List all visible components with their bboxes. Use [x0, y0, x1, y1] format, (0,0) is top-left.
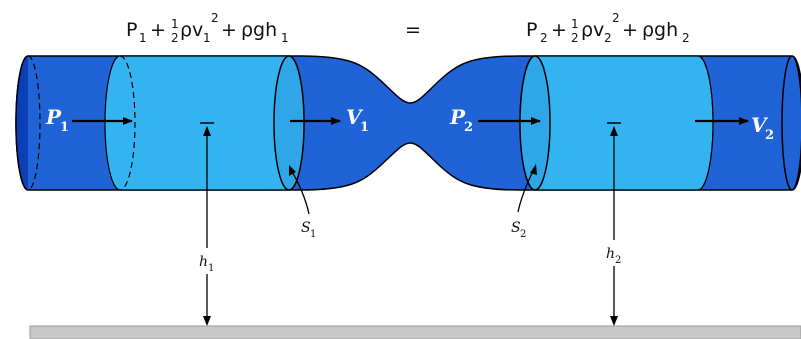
- label-s2: S: [511, 220, 521, 236]
- height-h1-arrow-down: [203, 316, 211, 326]
- label-s1-sub: 1: [310, 229, 316, 240]
- height-h1-arrow-up: [203, 126, 211, 136]
- fluid-block-1-back-edge: [119, 55, 136, 191]
- eq-left-p-sub: 1: [139, 31, 147, 45]
- equation-right: P 2 + 1 2 ρv 2 2 + ρgh 2: [526, 11, 690, 45]
- eq-left-rho-gh: ρgh: [241, 19, 277, 41]
- height-h2-arrow-up: [610, 126, 618, 136]
- eq-left-v-sup: 2: [211, 11, 219, 25]
- eq-left-plus1: +: [150, 19, 166, 41]
- label-p2: P: [449, 105, 466, 129]
- eq-left-plus2: +: [221, 19, 237, 41]
- pointer-s2-head: [530, 164, 537, 175]
- label-v2-sub: 2: [765, 128, 774, 143]
- eq-right-v-sup: 2: [612, 11, 620, 25]
- pointer-s1-head: [289, 165, 296, 176]
- height-h1: h 1: [196, 126, 220, 326]
- equation-left: P 1 + 1 2 ρv 1 2 + ρgh 1: [126, 11, 289, 45]
- eq-right-plus2: +: [622, 19, 638, 41]
- pipe-inlet-edge: [15, 55, 29, 191]
- label-p2-sub: 2: [464, 120, 473, 135]
- label-h2-sub: 2: [615, 255, 621, 266]
- ground-slab: [29, 325, 801, 339]
- pipe-labels: P 1 V 1 P 2 V 2: [45, 105, 774, 143]
- eq-right-p: P: [526, 19, 537, 41]
- label-v1-sub: 1: [360, 120, 369, 135]
- eq-left-h-sub: 1: [281, 31, 289, 45]
- label-h2: h: [606, 246, 615, 262]
- pipe-inlet-hidden-edge: [27, 55, 41, 191]
- pointer-s2: S 2: [511, 164, 537, 240]
- fluid-block-2-back-edge: [697, 55, 714, 191]
- eq-right-h-sub: 2: [682, 31, 690, 45]
- eq-right-half-num: 1: [571, 17, 579, 31]
- height-h2-arrow-down: [610, 316, 618, 326]
- eq-right-half-den: 2: [571, 31, 579, 45]
- eq-left-p: P: [126, 19, 137, 41]
- eq-right-rho-v: ρv: [581, 19, 604, 41]
- eq-right-v-sub: 2: [604, 31, 612, 45]
- label-s1: S: [301, 220, 311, 236]
- label-s2-sub: 2: [520, 229, 526, 240]
- eq-right-plus1: +: [551, 19, 567, 41]
- label-h1-sub: 1: [208, 263, 214, 274]
- cross-section-s1: [273, 55, 305, 191]
- height-h2: h 2: [603, 126, 627, 326]
- bernoulli-equation: P 1 + 1 2 ρv 1 2 + ρgh 1 = P 2 + 1 2 ρv …: [126, 11, 690, 45]
- eq-left-half-num: 1: [171, 17, 179, 31]
- eq-equals: =: [405, 19, 421, 41]
- label-p1: P: [45, 105, 62, 129]
- label-v1: V: [346, 105, 364, 129]
- eq-right-p-sub: 2: [540, 31, 548, 45]
- eq-left-rho-v: ρv: [180, 19, 203, 41]
- eq-right-rho-gh: ρgh: [642, 19, 678, 41]
- label-h1: h: [199, 254, 208, 270]
- label-p1-sub: 1: [60, 120, 69, 135]
- label-v2: V: [751, 113, 769, 137]
- eq-left-v-sub: 1: [203, 31, 211, 45]
- eq-left-half-den: 2: [171, 31, 179, 45]
- pointer-s1: S 1: [289, 165, 316, 240]
